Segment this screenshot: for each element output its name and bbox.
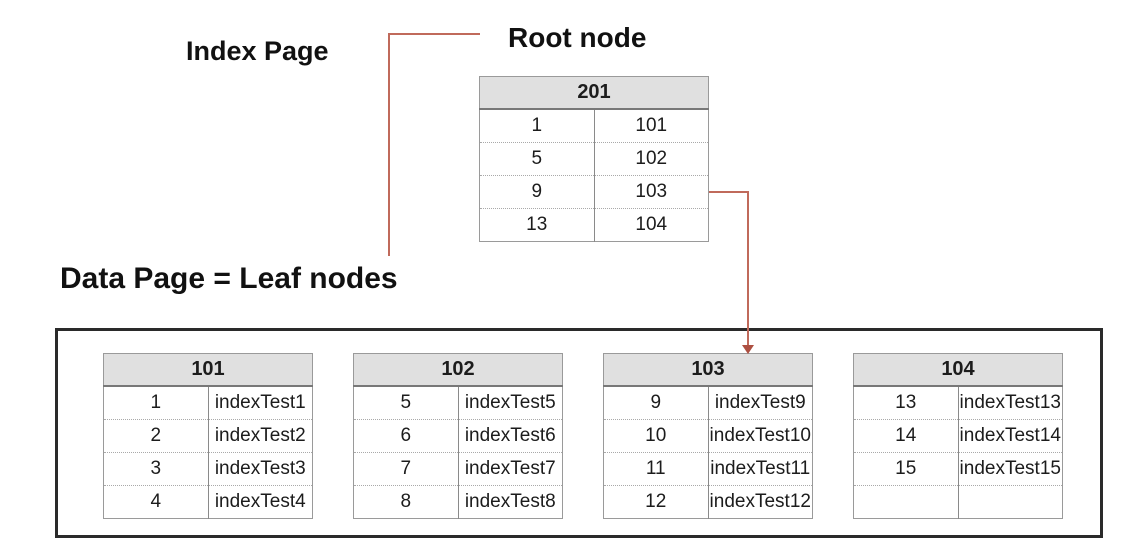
leaf-table-104: 104 13 indexTest13 14 indexTest14 15 ind… bbox=[853, 353, 1063, 519]
leaf-table-103: 103 9 indexTest9 10 indexTest10 11 index… bbox=[603, 353, 813, 519]
table-row: 14 indexTest14 bbox=[853, 419, 1063, 453]
key-cell: 1 bbox=[103, 386, 209, 420]
table-row: 9 indexTest9 bbox=[603, 386, 813, 420]
value-cell: indexTest1 bbox=[214, 392, 306, 413]
data-page-label: Data Page = Leaf nodes bbox=[60, 262, 398, 295]
leaf-table-101: 101 1 indexTest1 2 indexTest2 3 indexTes… bbox=[103, 353, 313, 519]
pointer-cell: 103 bbox=[594, 175, 709, 209]
table-row bbox=[853, 485, 1063, 519]
table-row: 3 indexTest3 bbox=[103, 452, 313, 486]
value-cell: indexTest2 bbox=[208, 419, 313, 453]
key-cell: 5 bbox=[353, 386, 459, 420]
leaf-table-header: 101 bbox=[103, 353, 313, 387]
table-row: 9 103 bbox=[479, 175, 709, 209]
table-row: 2 indexTest2 bbox=[103, 419, 313, 453]
value-cell: indexTest7 bbox=[458, 452, 563, 486]
root-to-leaf-vertical-line bbox=[747, 191, 749, 346]
key-cell: 14 bbox=[853, 419, 959, 453]
root-table-header: 201 bbox=[479, 76, 709, 110]
value-cell: indexTest11 bbox=[708, 452, 813, 486]
table-row: 8 indexTest8 bbox=[353, 485, 563, 519]
leaf-table-header: 103 bbox=[603, 353, 813, 387]
leaf-table-header: 102 bbox=[353, 353, 563, 387]
value-cell: indexTest14 bbox=[958, 419, 1063, 453]
root-node-table: 201 1 101 5 102 9 103 13 104 bbox=[479, 76, 709, 242]
root-node-label: Root node bbox=[508, 22, 647, 53]
table-row: 5 102 bbox=[479, 142, 709, 176]
table-row: 5 indexTest5 bbox=[353, 386, 563, 420]
value-cell: indexTest13 bbox=[959, 392, 1061, 413]
key-cell: 6 bbox=[353, 419, 459, 453]
table-row: 7 indexTest7 bbox=[353, 452, 563, 486]
value-cell: indexTest6 bbox=[458, 419, 563, 453]
index-bracket-horizontal-line bbox=[388, 33, 480, 35]
value-cell: indexTest15 bbox=[958, 452, 1063, 486]
leaf-nodes-container: 101 1 indexTest1 2 indexTest2 3 indexTes… bbox=[55, 328, 1103, 538]
pointer-cell: 101 bbox=[635, 115, 668, 136]
table-row: 11 indexTest11 bbox=[603, 452, 813, 486]
key-cell: 10 bbox=[603, 419, 709, 453]
value-cell: indexTest12 bbox=[708, 485, 813, 519]
key-cell: 9 bbox=[603, 386, 709, 420]
index-page-label: Index Page bbox=[186, 36, 329, 66]
key-cell: 13 bbox=[479, 208, 595, 242]
value-cell: indexTest9 bbox=[714, 392, 806, 413]
key-cell: 5 bbox=[479, 142, 595, 176]
key-cell bbox=[853, 485, 959, 519]
key-cell: 15 bbox=[853, 452, 959, 486]
key-cell: 9 bbox=[479, 175, 595, 209]
pointer-cell: 104 bbox=[594, 208, 709, 242]
table-row: 15 indexTest15 bbox=[853, 452, 1063, 486]
leaf-table-header: 104 bbox=[853, 353, 1063, 387]
table-row: 6 indexTest6 bbox=[353, 419, 563, 453]
table-row: 1 101 bbox=[479, 109, 709, 143]
value-cell: indexTest5 bbox=[464, 392, 556, 413]
leaf-table-102: 102 5 indexTest5 6 indexTest6 7 indexTes… bbox=[353, 353, 563, 519]
key-cell: 11 bbox=[603, 452, 709, 486]
table-row: 12 indexTest12 bbox=[603, 485, 813, 519]
table-row: 1 indexTest1 bbox=[103, 386, 313, 420]
key-cell: 3 bbox=[103, 452, 209, 486]
value-cell: indexTest4 bbox=[208, 485, 313, 519]
key-cell: 7 bbox=[353, 452, 459, 486]
value-cell: indexTest8 bbox=[458, 485, 563, 519]
key-cell: 13 bbox=[853, 386, 959, 420]
index-bracket-vertical-line bbox=[388, 33, 390, 256]
table-row: 4 indexTest4 bbox=[103, 485, 313, 519]
key-cell: 8 bbox=[353, 485, 459, 519]
value-cell bbox=[958, 485, 1063, 519]
key-cell: 4 bbox=[103, 485, 209, 519]
value-cell: indexTest3 bbox=[208, 452, 313, 486]
value-cell: indexTest10 bbox=[708, 419, 813, 453]
key-cell: 1 bbox=[479, 109, 595, 143]
table-row: 13 104 bbox=[479, 208, 709, 242]
pointer-cell: 102 bbox=[594, 142, 709, 176]
root-to-leaf-horizontal-line bbox=[709, 191, 749, 193]
table-row: 10 indexTest10 bbox=[603, 419, 813, 453]
arrowhead-down-icon bbox=[742, 345, 754, 354]
key-cell: 12 bbox=[603, 485, 709, 519]
table-row: 13 indexTest13 bbox=[853, 386, 1063, 420]
key-cell: 2 bbox=[103, 419, 209, 453]
